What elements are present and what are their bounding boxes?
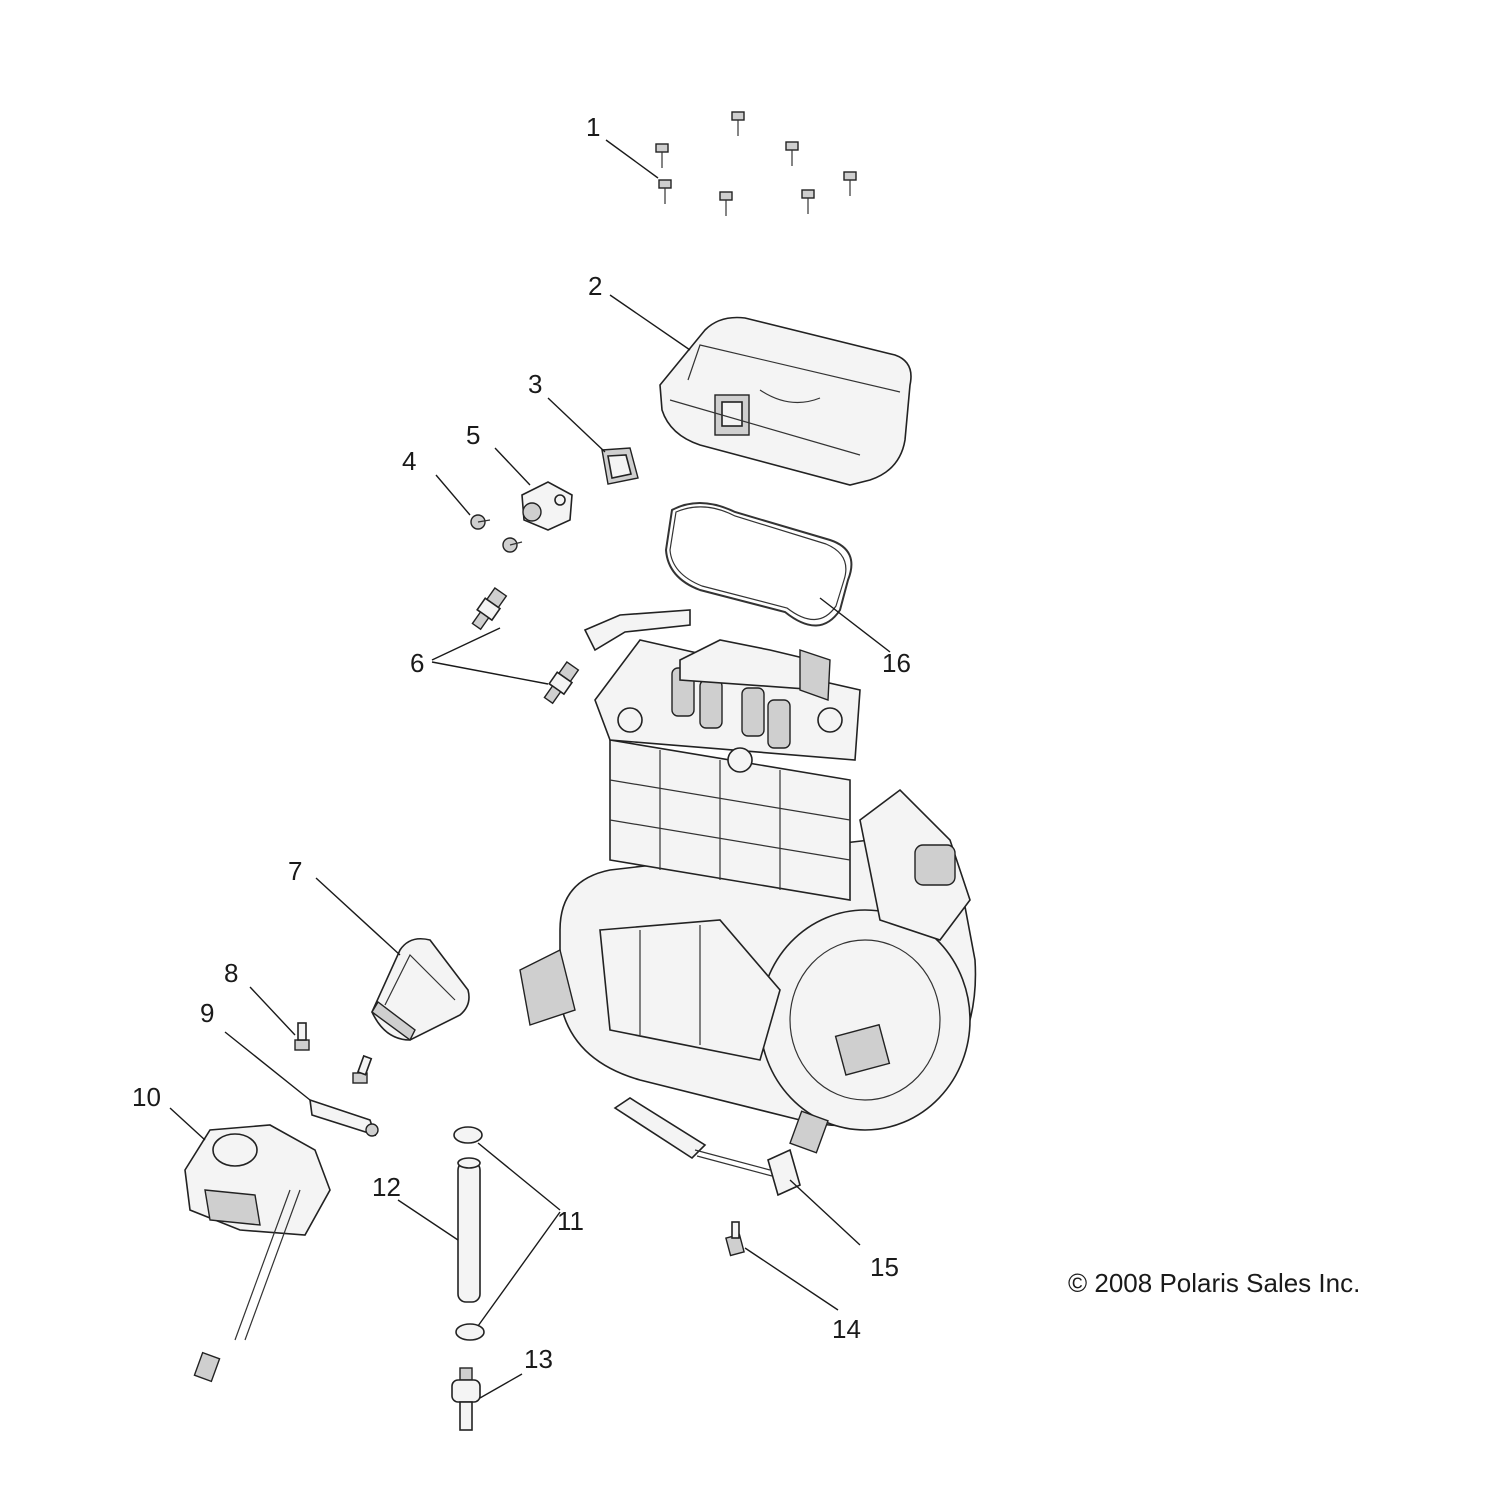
part-14-bolt bbox=[725, 1221, 745, 1257]
part-7-intake-boot bbox=[371, 937, 470, 1042]
part-1-bolts bbox=[655, 111, 857, 216]
callout-9: 9 bbox=[200, 998, 214, 1028]
part-9-pin bbox=[309, 1098, 379, 1137]
part-4-bolts bbox=[470, 514, 523, 553]
callout-5: 5 bbox=[466, 420, 480, 450]
engine-block bbox=[519, 609, 977, 1154]
part-11-clamps bbox=[453, 1126, 485, 1341]
callout-1: 1 bbox=[586, 112, 600, 142]
callout-16: 16 bbox=[882, 648, 911, 678]
part-12-hose bbox=[457, 1157, 481, 1303]
callout-14: 14 bbox=[832, 1314, 861, 1344]
callout-11: 11 bbox=[557, 1206, 584, 1236]
part-16-gasket bbox=[664, 501, 853, 627]
callout-2: 2 bbox=[588, 271, 602, 301]
part-10-throttle-body bbox=[184, 1124, 331, 1383]
leader-lines bbox=[169, 139, 891, 1399]
part-5-sensor bbox=[521, 481, 573, 531]
callout-8: 8 bbox=[224, 958, 238, 988]
valve-springs bbox=[671, 667, 791, 749]
callout-3: 3 bbox=[528, 369, 542, 399]
callout-7: 7 bbox=[288, 856, 302, 886]
part-2-valve-cover bbox=[659, 316, 912, 486]
part-15-sensor bbox=[613, 1097, 801, 1197]
callout-4: 4 bbox=[402, 446, 416, 476]
copyright-notice: © 2008 Polaris Sales Inc. bbox=[1068, 1268, 1360, 1298]
callout-15: 15 bbox=[870, 1252, 899, 1282]
part-13-fitting bbox=[451, 1367, 481, 1431]
part-8-bolts bbox=[294, 1022, 373, 1084]
callout-10: 10 bbox=[132, 1082, 161, 1112]
callout-6: 6 bbox=[410, 648, 424, 678]
part-3-filter bbox=[601, 447, 639, 485]
part-6-spark-plugs bbox=[471, 586, 580, 705]
callout-labels: 1 2 3 4 5 6 7 8 9 10 11 12 13 14 15 16 bbox=[132, 112, 911, 1374]
callout-13: 13 bbox=[524, 1344, 553, 1374]
callout-12: 12 bbox=[372, 1172, 401, 1202]
